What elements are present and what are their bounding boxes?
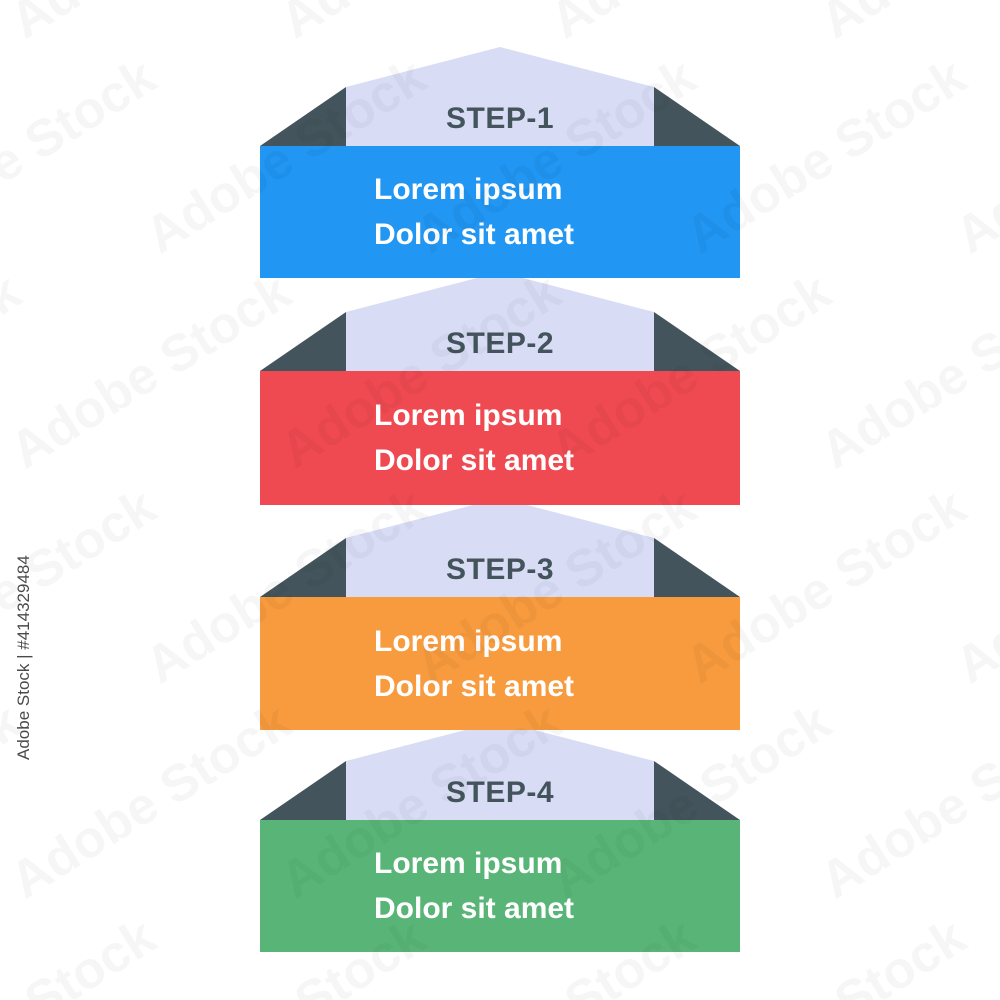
step-4-line-2: Dolor sit amet: [374, 892, 575, 925]
watermark-text: Adobe Stock: [270, 0, 571, 51]
step-1-label: STEP-1: [445, 102, 555, 135]
right-wing-shape-2: [654, 312, 740, 371]
step-3-line-2: Dolor sit amet: [374, 669, 575, 703]
step-3-label: STEP-3: [445, 553, 555, 586]
step-3-line-1: Lorem ipsum: [374, 624, 563, 658]
step-2-line-1: Lorem ipsum: [374, 399, 563, 432]
left-wing-shape-3: [260, 538, 346, 597]
watermark-text: Adobe Stock: [540, 0, 841, 51]
step-3-bar[interactable]: Lorem ipsum Dolor sit amet: [260, 597, 740, 730]
step-1-bar[interactable]: Lorem ipsum Dolor sit amet: [260, 146, 740, 278]
left-wing-shape-2: [260, 312, 346, 371]
right-wing-shape-3: [654, 538, 740, 597]
watermark-text: Adobe Stock: [0, 0, 31, 51]
left-wing-shape-4: [260, 761, 346, 820]
watermark-text: Adobe Stock: [0, 0, 301, 51]
step-4-line-1: Lorem ipsum: [374, 847, 563, 880]
step-2-bar[interactable]: Lorem ipsum Dolor sit amet: [260, 371, 740, 505]
step-1-line-1: Lorem ipsum: [374, 173, 563, 206]
step-4-label: STEP-4: [445, 776, 555, 809]
watermark-text: Adobe Stock: [810, 0, 1000, 51]
stock-credit-label: Adobe Stock | #414329484: [14, 555, 33, 760]
left-wing-shape-1: [260, 87, 346, 146]
right-wing-shape-4: [654, 761, 740, 820]
right-wing-shape-1: [654, 87, 740, 146]
step-1-line-2: Dolor sit amet: [374, 218, 575, 251]
step-2-line-2: Dolor sit amet: [374, 444, 575, 477]
step-2-label: STEP-2: [445, 327, 555, 360]
step-4-bar[interactable]: Lorem ipsum Dolor sit amet: [260, 820, 740, 952]
